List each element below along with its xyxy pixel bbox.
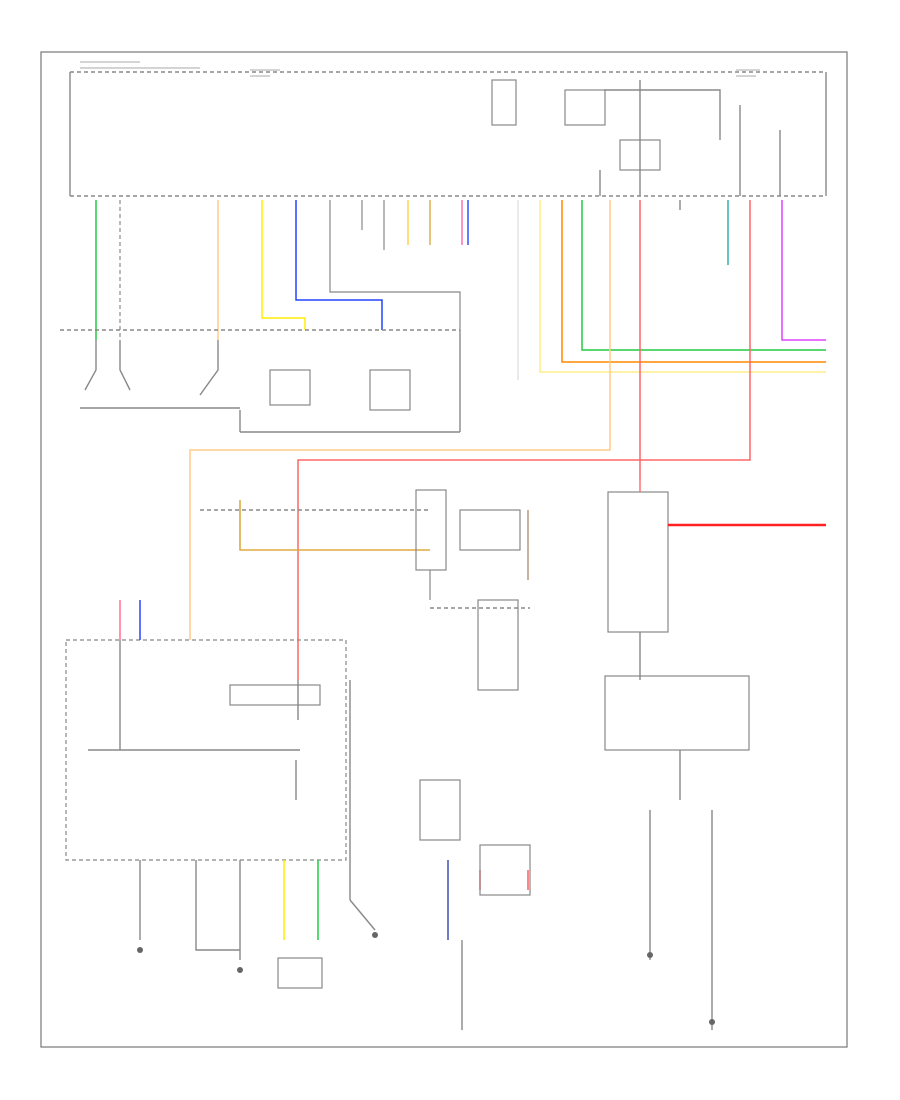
wire-yellow-1 [261, 200, 306, 330]
center-components [419, 599, 531, 1030]
fuse-box-region [69, 71, 827, 210]
transmission-module [65, 600, 376, 989]
diagram-frame [40, 51, 848, 1048]
wire-blue-1 [295, 200, 383, 330]
ground-symbols [137, 932, 715, 1025]
fuse-box-labels [80, 61, 760, 77]
left-switch-cluster [84, 340, 460, 433]
upper-wire-harness [95, 200, 826, 680]
right-control-module [604, 480, 826, 1030]
mid-connector [200, 489, 529, 600]
